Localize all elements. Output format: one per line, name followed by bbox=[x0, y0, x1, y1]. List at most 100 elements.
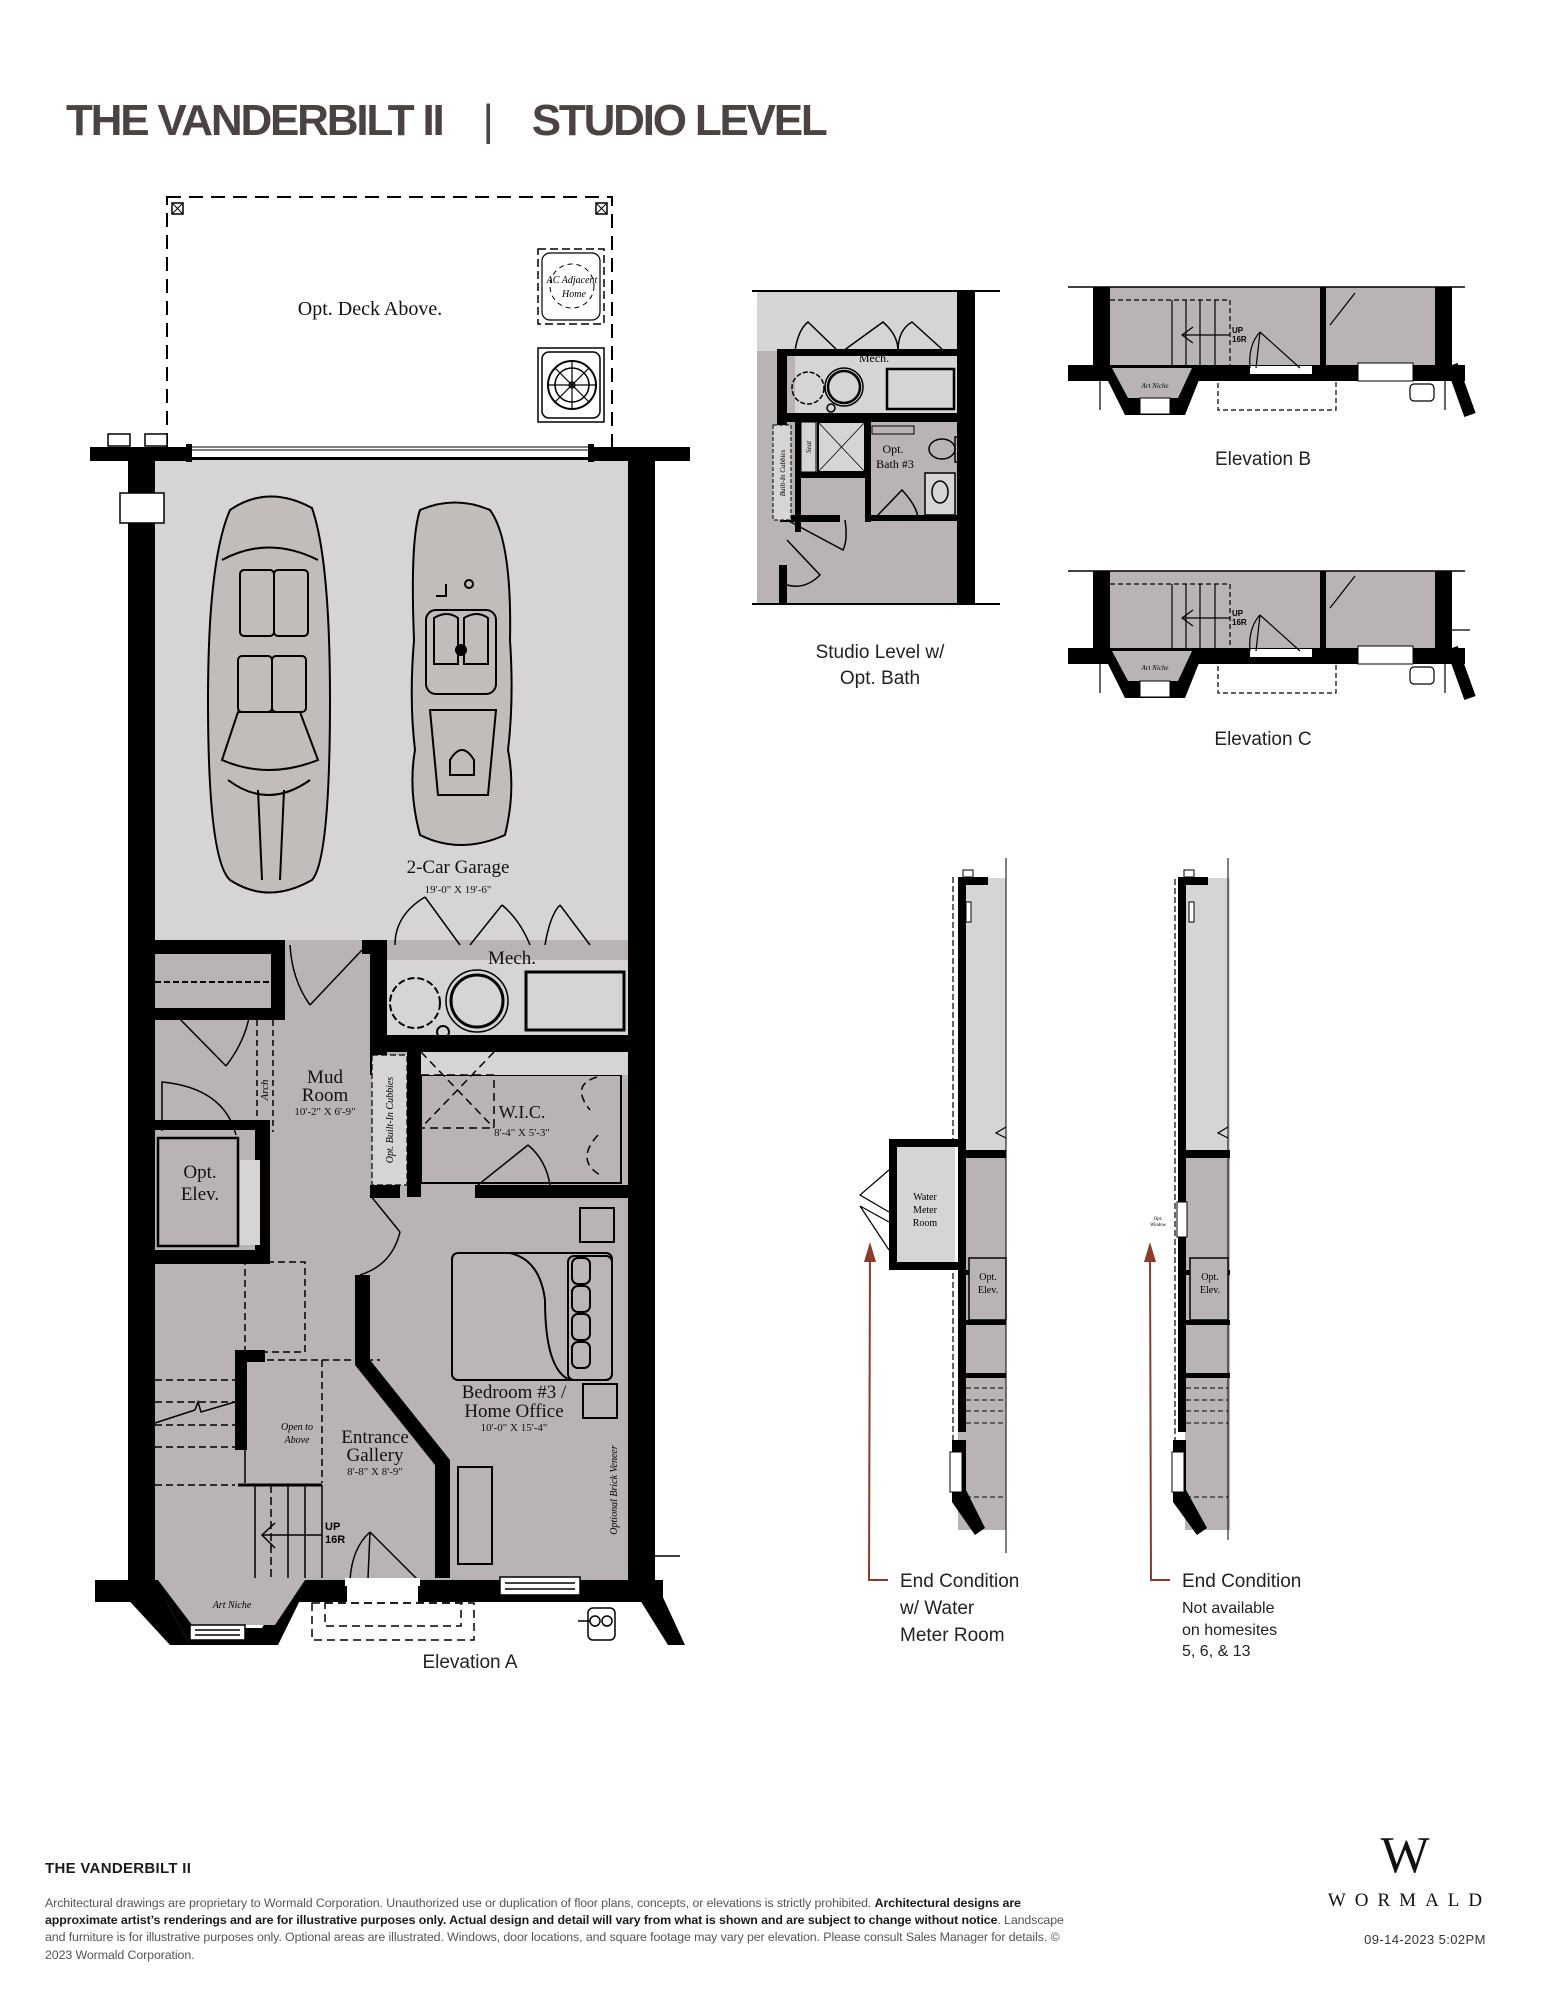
wic-shelf-dashed bbox=[420, 1051, 601, 1176]
inset-elevation-c: Art Niche UP 16R Elevation C bbox=[1068, 570, 1476, 750]
mech-label: Mech. bbox=[488, 948, 536, 969]
entrance-label-line1: Entrance bbox=[341, 1427, 409, 1448]
interior-walls bbox=[155, 940, 628, 1450]
wall-right bbox=[628, 447, 655, 1597]
end-condition-arrow bbox=[1144, 1242, 1170, 1581]
svg-text:Room: Room bbox=[913, 1218, 938, 1229]
elevation-a-label: Elevation A bbox=[422, 1652, 517, 1673]
ac-unit-icon bbox=[537, 347, 605, 423]
opt-elevator bbox=[156, 1136, 240, 1248]
bedroom-label-line1: Bedroom #3 / bbox=[462, 1382, 567, 1403]
svg-text:Art Niche: Art Niche bbox=[1140, 382, 1168, 390]
opt-cubbies bbox=[371, 1054, 408, 1186]
closet-door bbox=[172, 1011, 251, 1067]
inset-end-condition-water: Water Meter Room Opt. Elev. End Conditio… bbox=[858, 858, 1019, 1646]
print-timestamp: 09-14-2023 5:02PM bbox=[1364, 1932, 1486, 1947]
arch-label: Arch bbox=[259, 1079, 271, 1101]
hose-bib-icon bbox=[578, 1607, 616, 1641]
wic-door bbox=[477, 1144, 551, 1186]
svg-text:Elev.: Elev. bbox=[978, 1285, 998, 1296]
bedroom-door bbox=[359, 1194, 401, 1276]
svg-text:5, 6, & 13: 5, 6, & 13 bbox=[1182, 1643, 1251, 1660]
door-opening bbox=[345, 1578, 420, 1586]
footer-disclaimer: Architectural drawings are proprietary t… bbox=[45, 1896, 1064, 1962]
cubbies-label: Opt. Built-In Cubbies bbox=[385, 1077, 396, 1163]
inset-seat-label: Seat bbox=[805, 440, 813, 453]
wall-top-right bbox=[590, 447, 690, 461]
stairs bbox=[154, 1261, 380, 1578]
inset-mech-equipment bbox=[786, 321, 964, 587]
svg-text:Meter: Meter bbox=[913, 1205, 938, 1216]
front-door bbox=[349, 1531, 421, 1583]
opt-deck-outline bbox=[166, 196, 613, 450]
stairs-risers-label: 16R bbox=[325, 1534, 345, 1546]
svg-text:Opt.: Opt. bbox=[1201, 1272, 1219, 1283]
garage-door bbox=[186, 444, 594, 462]
inset-bath-line1: Opt. bbox=[883, 442, 904, 456]
art-niche-floor bbox=[158, 1580, 305, 1625]
elevation-c-caption: Elevation C bbox=[1214, 729, 1311, 750]
svg-text:Window: Window bbox=[1150, 1223, 1167, 1228]
front-stoop-dashed bbox=[311, 1602, 475, 1641]
stairs-up-label: UP bbox=[325, 1521, 340, 1533]
svg-text:on homesites: on homesites bbox=[1182, 1622, 1277, 1639]
mudroom-label-line2: Room bbox=[302, 1085, 349, 1106]
wall-top-left bbox=[90, 447, 190, 461]
bedroom-dims: 10'-0" X 15'-4" bbox=[481, 1422, 548, 1434]
open-to-above-line2: Above bbox=[284, 1435, 311, 1446]
mudroom-dims: 10'-2" X 6'-9" bbox=[294, 1106, 355, 1118]
bedroom-label-line2: Home Office bbox=[464, 1401, 563, 1422]
inset-caption-line2: Opt. Bath bbox=[840, 668, 920, 689]
wall-left bbox=[128, 447, 155, 1597]
svg-text:Opt.: Opt. bbox=[1154, 1217, 1163, 1222]
svg-text:Home: Home bbox=[561, 289, 586, 300]
garage-dims: 19'-0" X 19'-6" bbox=[425, 884, 492, 896]
main-floor-plan: Opt. Deck Above. AC Adjacent Home bbox=[90, 196, 690, 1673]
svg-text:Meter Room: Meter Room bbox=[900, 1625, 1005, 1646]
deck-post-icon bbox=[595, 202, 608, 215]
diagonal-wall bbox=[355, 1275, 450, 1578]
car-sedan-icon bbox=[206, 495, 332, 894]
svg-text:16R: 16R bbox=[1232, 618, 1247, 627]
logo-mark-icon: W bbox=[1380, 1827, 1430, 1884]
svg-text:Not available: Not available bbox=[1182, 1600, 1275, 1617]
end-condition-arrow bbox=[864, 1242, 888, 1581]
inset-caption-line1: Studio Level w/ bbox=[816, 642, 946, 663]
brick-veneer-label: Optional Brick Veneer bbox=[609, 1445, 620, 1535]
bed-icon bbox=[451, 1207, 618, 1565]
wormald-logo: W WORMALD 09-14-2023 5:02PM bbox=[1305, 1827, 1505, 1948]
svg-text:UP: UP bbox=[1232, 326, 1244, 335]
svg-text:UP: UP bbox=[1232, 609, 1244, 618]
opt-elev-line1: Opt. bbox=[183, 1162, 216, 1183]
level-name: STUDIO LEVEL bbox=[531, 96, 828, 145]
art-niche-label: Art Niche bbox=[212, 1600, 252, 1611]
svg-text:AC Adjacent: AC Adjacent bbox=[546, 275, 598, 286]
entrance-dims: 8'-8" X 8'-9" bbox=[347, 1466, 403, 1478]
mudroom-door bbox=[289, 944, 363, 1006]
inset-bath-line2: Bath #3 bbox=[876, 457, 914, 471]
svg-text:Elev.: Elev. bbox=[1200, 1285, 1220, 1296]
plan-name: THE VANDERBILT II bbox=[66, 96, 445, 145]
windows bbox=[189, 1576, 581, 1641]
title-separator: | bbox=[482, 96, 494, 145]
deck-post-icon bbox=[171, 202, 184, 215]
entrance-label-line2: Gallery bbox=[347, 1445, 404, 1466]
svg-text:Opt.: Opt. bbox=[979, 1272, 997, 1283]
svg-text:End Condition: End Condition bbox=[900, 1571, 1019, 1592]
ac-adjacent-home-icon: AC Adjacent Home bbox=[537, 248, 605, 325]
mech-bifold-doors bbox=[394, 896, 591, 946]
inset-studio-opt-bath: Mech. Seat Built-In Cubbies Opt. Bath #3 bbox=[752, 290, 1000, 689]
elevation-b-caption: Elevation B bbox=[1215, 449, 1311, 470]
page-title: THE VANDERBILT II | STUDIO LEVEL bbox=[66, 96, 828, 146]
wic-label: W.I.C. bbox=[499, 1102, 546, 1122]
opt-elev-line2: Elev. bbox=[181, 1184, 219, 1205]
footer-plan-name: THE VANDERBILT II bbox=[45, 1860, 192, 1877]
inset-elevation-b: Art Niche UP 16R Elevation B bbox=[1068, 286, 1476, 470]
svg-text:Water: Water bbox=[913, 1192, 937, 1203]
water-heater-icon bbox=[389, 969, 626, 1039]
svg-text:16R: 16R bbox=[1232, 335, 1247, 344]
inset-end-condition-standard: Opt. Window Opt. Elev. End Condition Not… bbox=[1144, 858, 1301, 1660]
garage-label: 2-Car Garage bbox=[407, 857, 510, 878]
inset-mech-label: Mech. bbox=[859, 351, 889, 365]
mudroom-label-line1: Mud bbox=[307, 1067, 343, 1088]
